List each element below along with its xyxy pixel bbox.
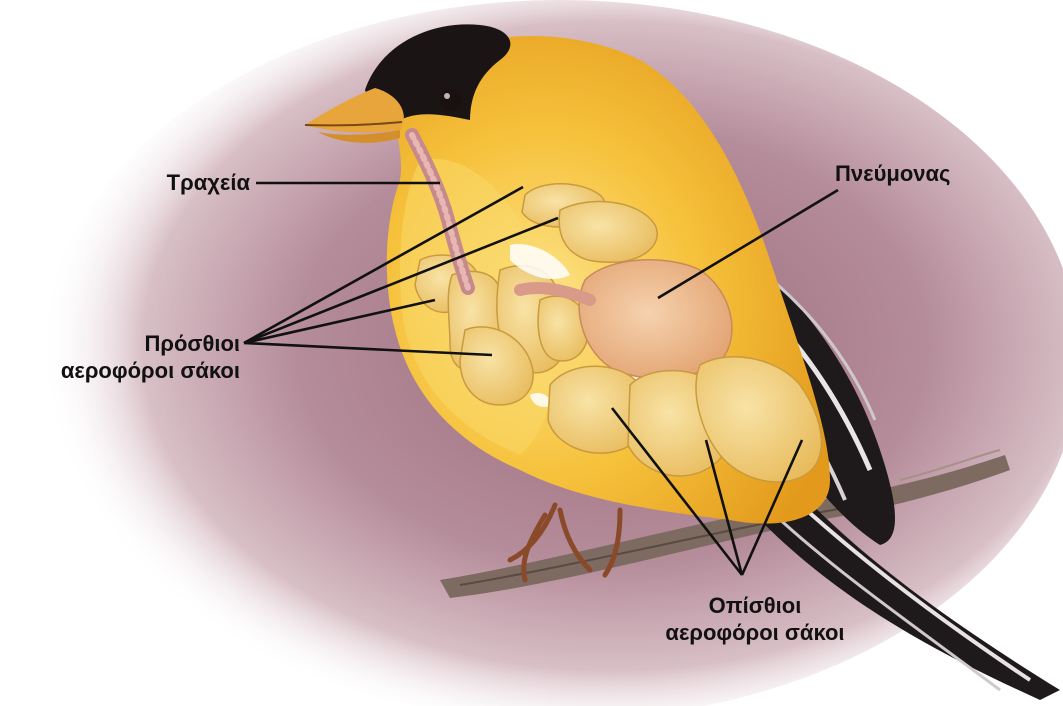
lung-label-text: Πνεύμονας — [835, 161, 950, 186]
posterior-label-line2: αεροφόροι σάκοι — [635, 619, 875, 646]
eye — [440, 89, 462, 111]
posterior-label-line1: Οπίσθιοι — [635, 592, 875, 619]
posterior-air-sacs-label: Οπίσθιοι αεροφόροι σάκοι — [635, 592, 875, 646]
lung-label: Πνεύμονας — [835, 160, 950, 187]
anterior-label-line1: Πρόσθιοι — [0, 330, 240, 357]
trachea-label-text: Τραχεία — [167, 170, 250, 195]
anterior-air-sacs-label: Πρόσθιοι αεροφόροι σάκοι — [0, 330, 240, 384]
trachea-label: Τραχεία — [110, 169, 250, 196]
anterior-label-line2: αεροφόροι σάκοι — [0, 357, 240, 384]
